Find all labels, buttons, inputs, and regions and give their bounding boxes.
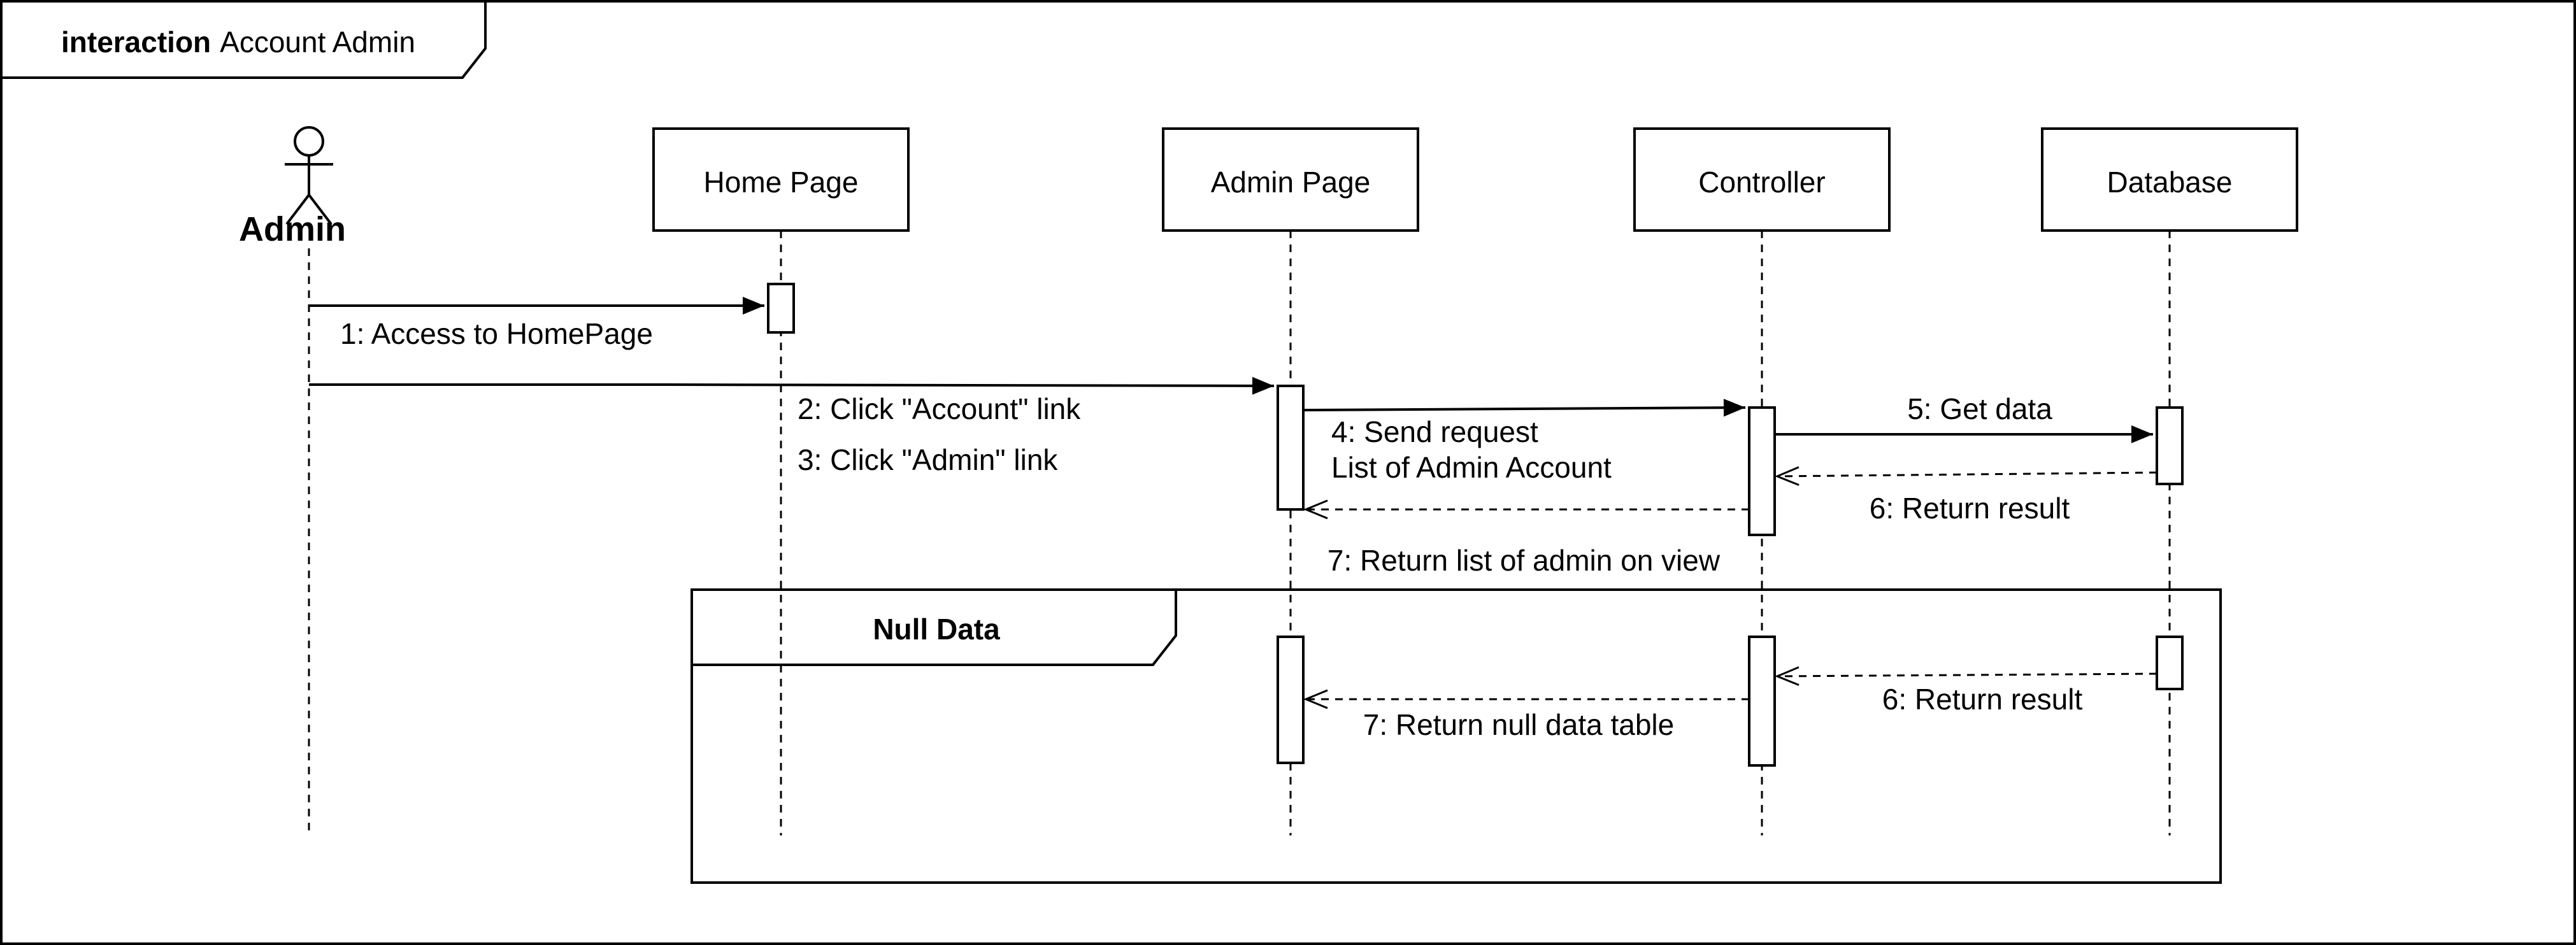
activation-controller-1 <box>1748 406 1776 536</box>
message-4-label-line2: List of Admin Account <box>1331 451 1612 484</box>
activation-controller-2 <box>1748 636 1776 767</box>
lifeline-admin-page-label: Admin Page <box>1211 166 1371 199</box>
lifeline-controller-label: Controller <box>1698 166 1825 199</box>
message-2-label: 2: Click "Account" link <box>798 392 1081 425</box>
message-3-label: 3: Click "Admin" link <box>798 443 1058 476</box>
fragment-null-data-tab <box>692 590 1177 666</box>
actor-head <box>294 126 324 157</box>
lifeline-database-label: Database <box>2107 166 2233 199</box>
fragment-message-7-label: 7: Return null data table <box>1363 708 1674 741</box>
fragment-null-data-label: Null Data <box>873 613 1000 646</box>
activation-admin-page-1 <box>1277 385 1305 511</box>
interaction-frame-tab <box>1 1 487 79</box>
fragment-message-6-label: 6: Return result <box>1882 683 2083 716</box>
actor-label: Admin <box>239 210 346 248</box>
lifeline-home-page-label: Home Page <box>704 166 859 199</box>
activation-admin-page-2 <box>1277 636 1305 764</box>
activation-home-page <box>767 283 795 334</box>
activation-database-1 <box>2156 406 2184 485</box>
frame-keyword: interaction <box>61 25 211 59</box>
actor-admin: Admin <box>239 126 346 248</box>
message-6-arrow <box>1775 466 2157 487</box>
lifeline-home-page <box>652 127 910 232</box>
message-6-label: 6: Return result <box>1870 492 2070 525</box>
lifeline-controller <box>1633 127 1891 232</box>
message-5-label: 5: Get data <box>1907 392 2052 425</box>
message-2-arrow <box>309 376 1275 395</box>
message-1-label: 1: Access to HomePage <box>340 317 653 350</box>
message-4-label-line1: 4: Send request <box>1331 415 1538 448</box>
interaction-frame-title: interaction Account Admin <box>61 25 415 59</box>
fragment-null-data <box>691 588 2222 884</box>
lifeline-admin-page <box>1162 127 1419 232</box>
message-4-arrow <box>1303 399 1746 417</box>
frame-name: Account Admin <box>220 25 415 59</box>
activation-database-2 <box>2156 636 2184 690</box>
fragment-message-6-arrow <box>1775 666 2157 686</box>
message-7-label: 7: Return list of admin on view <box>1327 544 1721 577</box>
